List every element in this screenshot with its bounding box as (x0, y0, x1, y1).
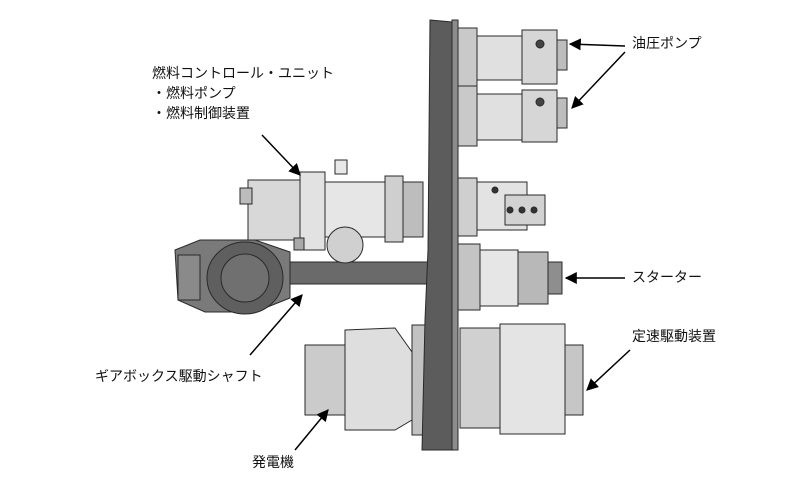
label-fuel-control-device: ・燃料制御装置 (152, 106, 250, 122)
label-constant-speed-drive: 定速駆動装置 (632, 329, 716, 345)
arrow-gearbox-drive-shaft (249, 294, 303, 356)
arrow-hydraulic-pump-1 (568, 38, 626, 51)
label-gearbox-drive-shaft: ギアボックス駆動シャフト (95, 369, 263, 385)
fuel-control-unit-component (239, 159, 424, 264)
label-hydraulic-pump: 油圧ポンプ (632, 36, 702, 52)
constant-speed-drive-component (459, 323, 584, 435)
leader-lines (249, 38, 631, 451)
label-fuel-control-unit: 燃料コントロール・ユニット (152, 66, 334, 82)
arrow-constant-speed-drive (586, 349, 631, 391)
hydraulic-pump-lower (451, 85, 568, 147)
accessory-bracket (454, 177, 546, 237)
label-generator: 発電機 (252, 455, 294, 471)
generator-component (304, 324, 435, 436)
hydraulic-pump-upper (451, 27, 568, 87)
arrow-hydraulic-pump-2 (571, 51, 626, 109)
fuel-pump-housing (326, 226, 364, 264)
starter-component (454, 243, 563, 311)
gearbox-plate (421, 19, 459, 451)
label-starter: スターター (632, 270, 702, 286)
arrow-generator (294, 409, 329, 451)
arrow-fuel-control-unit (261, 134, 301, 176)
label-fuel-pump: ・燃料ポンプ (152, 86, 236, 102)
gearbox-drive-shaft-component (174, 239, 436, 315)
drive-shaft (274, 261, 436, 285)
